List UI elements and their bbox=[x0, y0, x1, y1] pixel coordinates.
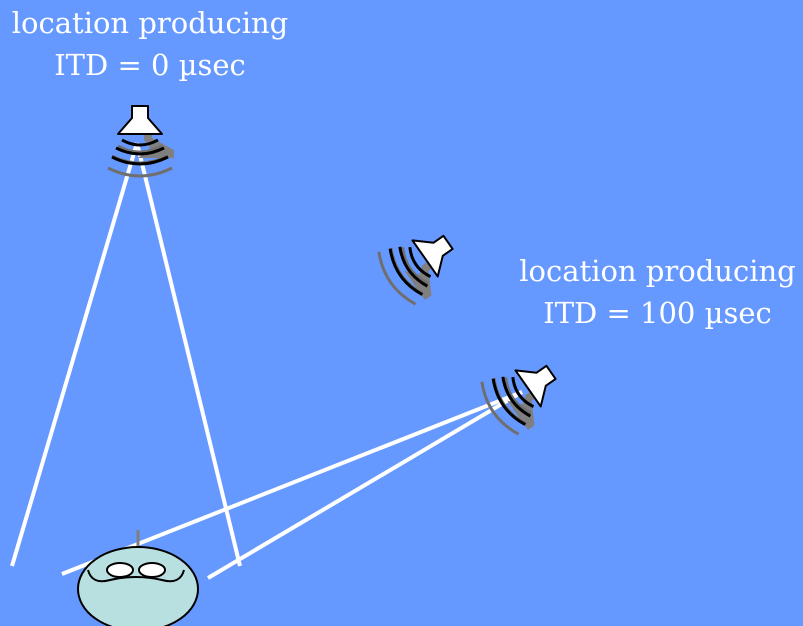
top-location-label: location producing ITD = 0 µsec bbox=[0, 2, 300, 86]
right-eye-icon bbox=[138, 562, 166, 578]
ray-right-ear-to-right-speaker bbox=[206, 390, 524, 580]
speaker-right-icon bbox=[473, 344, 573, 442]
speaker-top-icon bbox=[106, 104, 176, 178]
top-location-label-line2: ITD = 0 µsec bbox=[54, 48, 246, 82]
rays-top bbox=[10, 142, 242, 567]
left-eye-icon bbox=[106, 562, 134, 578]
top-location-label-line1: location producing bbox=[11, 6, 289, 40]
right-location-label-line1: location producing bbox=[519, 254, 796, 288]
right-location-label: location producing ITD = 100 µsec bbox=[512, 250, 803, 334]
speaker-middle-icon bbox=[370, 214, 470, 312]
listener-head-icon bbox=[77, 530, 199, 626]
ray-left-to-top-speaker bbox=[10, 142, 139, 567]
ray-right-to-top-speaker bbox=[135, 142, 242, 567]
right-location-label-line2: ITD = 100 µsec bbox=[543, 296, 772, 330]
